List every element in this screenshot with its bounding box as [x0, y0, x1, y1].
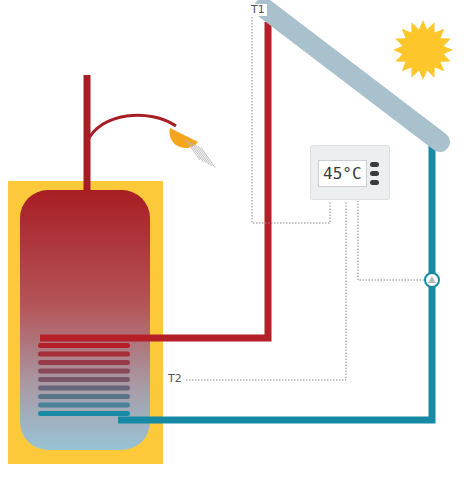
sun-rays [393, 20, 453, 80]
coil-winding [38, 386, 130, 391]
spray-line [201, 148, 215, 168]
shower-pipe [87, 115, 176, 142]
controller-button [370, 162, 379, 167]
sensor-wire-t2 [186, 201, 346, 380]
hot-water-pipe [84, 75, 91, 192]
circulation-pump [425, 273, 439, 287]
spray-line [186, 140, 200, 160]
coil-winding [38, 369, 130, 374]
heat-exchanger-coil [38, 343, 130, 416]
coil-winding [38, 403, 130, 408]
spray-line [195, 145, 209, 165]
coil-winding [38, 377, 130, 382]
coil-winding [38, 360, 130, 365]
coil-winding [38, 352, 130, 357]
spray-line [198, 146, 212, 166]
sensor-label: T2 [166, 373, 184, 385]
sun [393, 20, 453, 80]
collector-hot-pipe [40, 22, 268, 338]
sensor-label: T1 [249, 4, 267, 16]
shower-spray [186, 140, 215, 168]
pump-wire [358, 201, 424, 280]
coil-winding [38, 394, 130, 399]
temperature-display: 45°C [318, 160, 367, 187]
controller-button [370, 180, 379, 185]
pump-symbol [428, 276, 436, 283]
controller-box: 45°C [310, 145, 390, 200]
coil-winding [38, 343, 130, 348]
controller-button [370, 171, 379, 176]
collector-cold-pipe [118, 145, 432, 420]
spray-line [189, 142, 203, 162]
solar-collector [264, 8, 440, 142]
spray-line [192, 143, 206, 163]
coil-winding [38, 411, 130, 416]
water-tank [20, 190, 150, 450]
